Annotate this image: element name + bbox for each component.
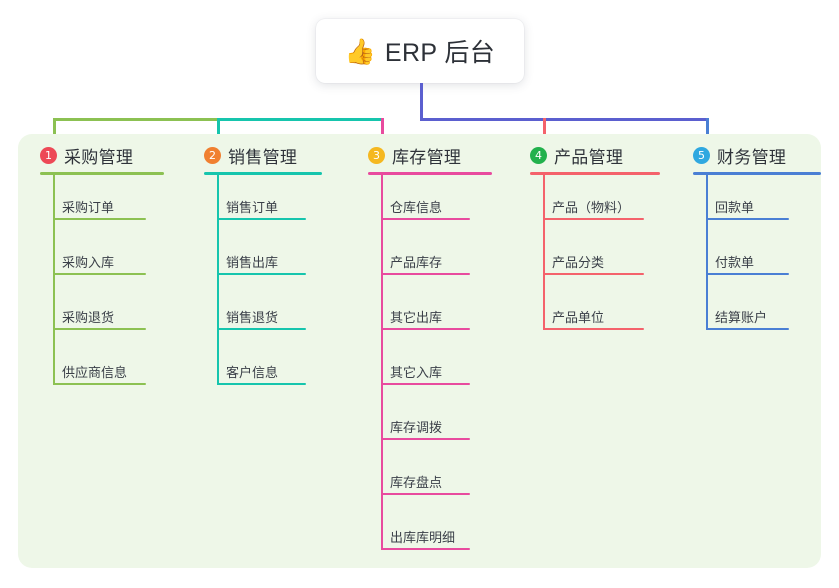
- module-spine-4: [543, 175, 545, 330]
- menu-item[interactable]: 结算账户: [707, 300, 789, 330]
- menu-item-rule: [544, 273, 644, 275]
- menu-item-label: 销售订单: [226, 200, 279, 215]
- menu-item[interactable]: 销售退货: [218, 300, 306, 330]
- module-header-1[interactable]: 1 采购管理: [40, 143, 133, 168]
- menu-item-rule: [707, 328, 789, 330]
- menu-item-rule: [218, 273, 306, 275]
- module-title-4: 产品管理: [554, 148, 624, 167]
- menu-item-rule: [54, 328, 146, 330]
- menu-item-rule: [382, 218, 470, 220]
- menu-item-rule: [382, 493, 470, 495]
- menu-item-rule: [54, 383, 146, 385]
- menu-item[interactable]: 库存调拨: [382, 410, 470, 440]
- menu-item-rule: [382, 438, 470, 440]
- menu-item[interactable]: 付款单: [707, 245, 789, 275]
- menu-item-label: 采购订单: [62, 200, 115, 215]
- modules-panel: 1 采购管理采购订单采购入库采购退货供应商信息 2 销售管理销售订单销售出库销售退货客…: [18, 134, 821, 568]
- module-header-rule-4: [530, 172, 660, 175]
- menu-item-rule: [218, 328, 306, 330]
- menu-item[interactable]: 产品（物料）: [544, 190, 644, 220]
- menu-item-label: 产品分类: [552, 255, 605, 270]
- menu-item-rule: [544, 218, 644, 220]
- menu-item-label: 库存调拨: [390, 420, 443, 435]
- menu-item[interactable]: 回款单: [707, 190, 789, 220]
- module-spine-1: [53, 175, 55, 385]
- module-badge-1: 1: [40, 147, 57, 164]
- menu-item[interactable]: 产品分类: [544, 245, 644, 275]
- module-header-2[interactable]: 2 销售管理: [204, 143, 297, 168]
- menu-item[interactable]: 产品单位: [544, 300, 644, 330]
- menu-item-label: 采购入库: [62, 255, 115, 270]
- module-header-3[interactable]: 3 库存管理: [368, 143, 461, 168]
- menu-item[interactable]: 采购订单: [54, 190, 146, 220]
- menu-item-rule: [707, 218, 789, 220]
- menu-item-rule: [382, 273, 470, 275]
- menu-item-rule: [707, 273, 789, 275]
- menu-item-rule: [544, 328, 644, 330]
- menu-item[interactable]: 产品库存: [382, 245, 470, 275]
- module-badge-2: 2: [204, 147, 221, 164]
- menu-item-label: 销售出库: [226, 255, 279, 270]
- module-badge-4: 4: [530, 147, 547, 164]
- menu-item-rule: [382, 548, 470, 550]
- module-header-rule-5: [693, 172, 821, 175]
- module-title-2: 销售管理: [228, 148, 298, 167]
- bus-segment-1: [53, 118, 220, 121]
- menu-item-label: 其它入库: [390, 365, 443, 380]
- menu-item-rule: [54, 273, 146, 275]
- module-spine-3: [381, 175, 383, 550]
- menu-item[interactable]: 其它出库: [382, 300, 470, 330]
- bus-segment-3: [420, 118, 709, 121]
- module-header-rule-3: [368, 172, 492, 175]
- module-header-rule-1: [40, 172, 164, 175]
- menu-item-rule: [218, 218, 306, 220]
- menu-item[interactable]: 销售出库: [218, 245, 306, 275]
- menu-item[interactable]: 销售订单: [218, 190, 306, 220]
- menu-item[interactable]: 库存盘点: [382, 465, 470, 495]
- menu-item-rule: [218, 383, 306, 385]
- menu-item-label: 仓库信息: [390, 200, 443, 215]
- menu-item[interactable]: 采购入库: [54, 245, 146, 275]
- root-node-title: ERP 后台: [384, 39, 496, 67]
- module-spine-2: [217, 175, 219, 385]
- root-stem: [420, 83, 423, 121]
- menu-item-label: 采购退货: [62, 310, 115, 325]
- menu-item-label: 供应商信息: [62, 365, 128, 380]
- module-badge-3: 3: [368, 147, 385, 164]
- menu-item[interactable]: 采购退货: [54, 300, 146, 330]
- menu-item[interactable]: 其它入库: [382, 355, 470, 385]
- menu-item-label: 产品（物料）: [552, 200, 631, 215]
- module-header-rule-2: [204, 172, 322, 175]
- menu-item-label: 其它出库: [390, 310, 443, 325]
- menu-item-label: 客户信息: [226, 365, 279, 380]
- menu-item-rule: [382, 383, 470, 385]
- module-title-1: 采购管理: [64, 148, 134, 167]
- menu-item-label: 销售退货: [226, 310, 279, 325]
- menu-item[interactable]: 供应商信息: [54, 355, 146, 385]
- menu-item-label: 产品单位: [552, 310, 605, 325]
- module-title-5: 财务管理: [717, 148, 787, 167]
- menu-item-label: 付款单: [715, 255, 755, 270]
- menu-item[interactable]: 客户信息: [218, 355, 306, 385]
- module-title-3: 库存管理: [392, 148, 462, 167]
- menu-item-label: 结算账户: [715, 310, 768, 325]
- menu-item-rule: [382, 328, 470, 330]
- module-spine-5: [706, 175, 708, 330]
- menu-item-rule: [54, 218, 146, 220]
- module-header-5[interactable]: 5 财务管理: [693, 143, 786, 168]
- root-node-card[interactable]: 👍 ERP 后台: [316, 19, 524, 83]
- module-badge-5: 5: [693, 147, 710, 164]
- menu-item-label: 出库库明细: [390, 530, 456, 545]
- menu-item[interactable]: 仓库信息: [382, 190, 470, 220]
- menu-item-label: 回款单: [715, 200, 755, 215]
- menu-item-label: 产品库存: [390, 255, 443, 270]
- menu-item-label: 库存盘点: [390, 475, 443, 490]
- module-header-4[interactable]: 4 产品管理: [530, 143, 623, 168]
- bus-segment-2: [217, 118, 384, 121]
- menu-item[interactable]: 出库库明细: [382, 520, 470, 550]
- thumbs-up-icon: 👍: [344, 37, 376, 66]
